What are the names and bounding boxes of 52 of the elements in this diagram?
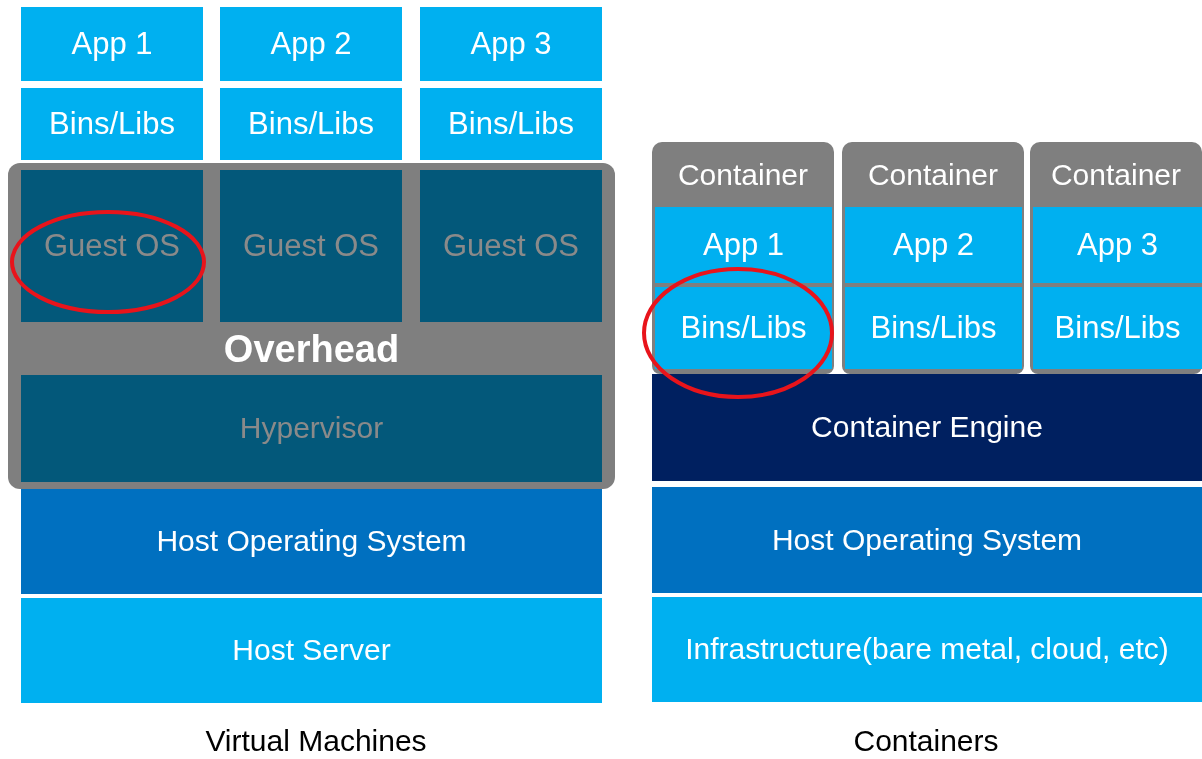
layer-label: Container: [1050, 158, 1182, 193]
layer-label: Bins/Libs: [448, 106, 574, 142]
overhead-label: Overhead: [222, 329, 401, 371]
layer-label: App 3: [1077, 227, 1158, 263]
app-block: [1033, 207, 1202, 283]
host-os-block: [652, 487, 1202, 593]
guest-os-block: [220, 170, 402, 322]
host-os-block: [21, 489, 602, 594]
app-block: [21, 7, 203, 81]
layer-label: Guest OS: [242, 228, 380, 264]
layer-label: Host Operating System: [156, 524, 467, 559]
layer-label: Guest OS: [43, 228, 181, 264]
app-block: [655, 207, 832, 283]
layer-label: Host Operating System: [771, 522, 1083, 558]
overhead-frame: [8, 163, 615, 489]
library-block: [420, 88, 602, 160]
layer-label: Host Server: [232, 633, 391, 668]
layer-label: Container: [677, 158, 809, 193]
app-block: [845, 207, 1022, 283]
layer-label: Hypervisor: [239, 411, 384, 446]
hypervisor-block: [21, 375, 602, 482]
layer-label: Container Engine: [811, 410, 1043, 445]
server-block: [21, 598, 602, 703]
guest-os-block: [21, 170, 203, 322]
library-block: [845, 287, 1022, 369]
section-caption: Containers: [853, 724, 999, 758]
layer-label: App 3: [470, 26, 552, 62]
layer-label: App 1: [71, 26, 153, 62]
library-block: [1033, 287, 1202, 369]
section-caption: Virtual Machines: [205, 724, 427, 758]
layer-label: Infrastructure(bare metal, cloud, etc): [685, 632, 1169, 667]
layer-label: Bins/Libs: [49, 106, 175, 142]
layer-label: Bins/Libs: [1054, 310, 1181, 346]
container-frame: [652, 142, 834, 374]
layer-label: Bins/Libs: [248, 106, 374, 142]
layer-label: App 2: [270, 26, 352, 62]
layer-label: Bins/Libs: [870, 310, 997, 346]
infrastructure-block: [652, 597, 1202, 702]
engine-block: [652, 374, 1202, 481]
guest-os-block: [420, 170, 602, 322]
library-block: [655, 287, 832, 369]
app-block: [220, 7, 402, 81]
layer-label: Guest OS: [442, 228, 580, 264]
library-block: [220, 88, 402, 160]
container-frame: [842, 142, 1024, 374]
layer-label: App 1: [703, 227, 784, 263]
layer-label: Container: [867, 158, 999, 193]
container-frame: [1030, 142, 1202, 374]
layer-label: Bins/Libs: [680, 310, 807, 346]
layer-label: App 2: [893, 227, 974, 263]
app-block: [420, 7, 602, 81]
library-block: [21, 88, 203, 160]
